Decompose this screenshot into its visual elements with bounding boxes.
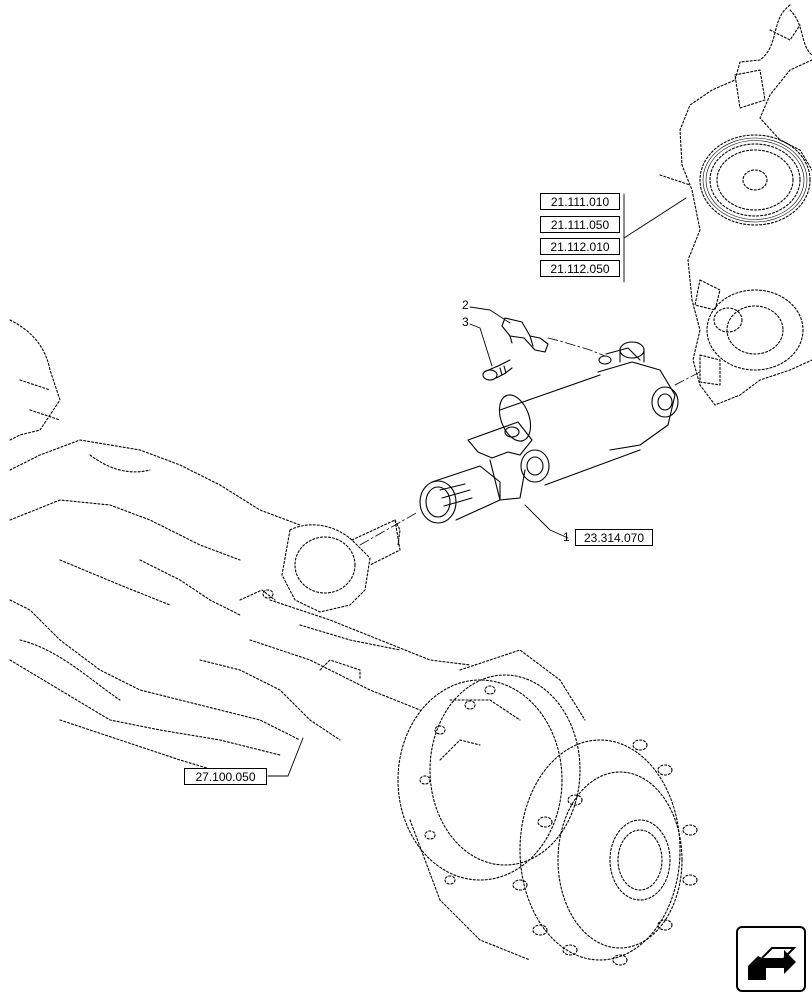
assembly-guide-lines (359, 337, 701, 546)
callout-item-1: 1 (563, 530, 570, 544)
callout-item-2: 2 (462, 298, 469, 312)
next-page-button[interactable] (736, 926, 806, 992)
callout-item-3: 3 (462, 315, 469, 329)
engine-housing (659, 4, 812, 406)
clamp-part (501, 317, 549, 353)
ref-link-27-100-050[interactable]: 27.100.050 (184, 768, 267, 785)
engine-flywheel-teeth (702, 137, 808, 223)
drive-shaft-part (419, 341, 679, 524)
ref-link-21-112-010[interactable]: 21.112.010 (540, 238, 620, 255)
leader-lines (267, 193, 687, 777)
next-page-arrow-icon (748, 947, 797, 980)
ref-link-21-112-050[interactable]: 21.112.050 (540, 260, 620, 277)
ref-link-23-314-070[interactable]: 23.314.070 (575, 529, 653, 546)
ref-link-21-111-050[interactable]: 21.111.050 (540, 216, 620, 233)
front-axle-assembly (9, 319, 683, 961)
axle-hub-studs (419, 685, 698, 966)
bolt-part (482, 359, 513, 381)
ref-link-21-111-010[interactable]: 21.111.010 (540, 193, 620, 210)
